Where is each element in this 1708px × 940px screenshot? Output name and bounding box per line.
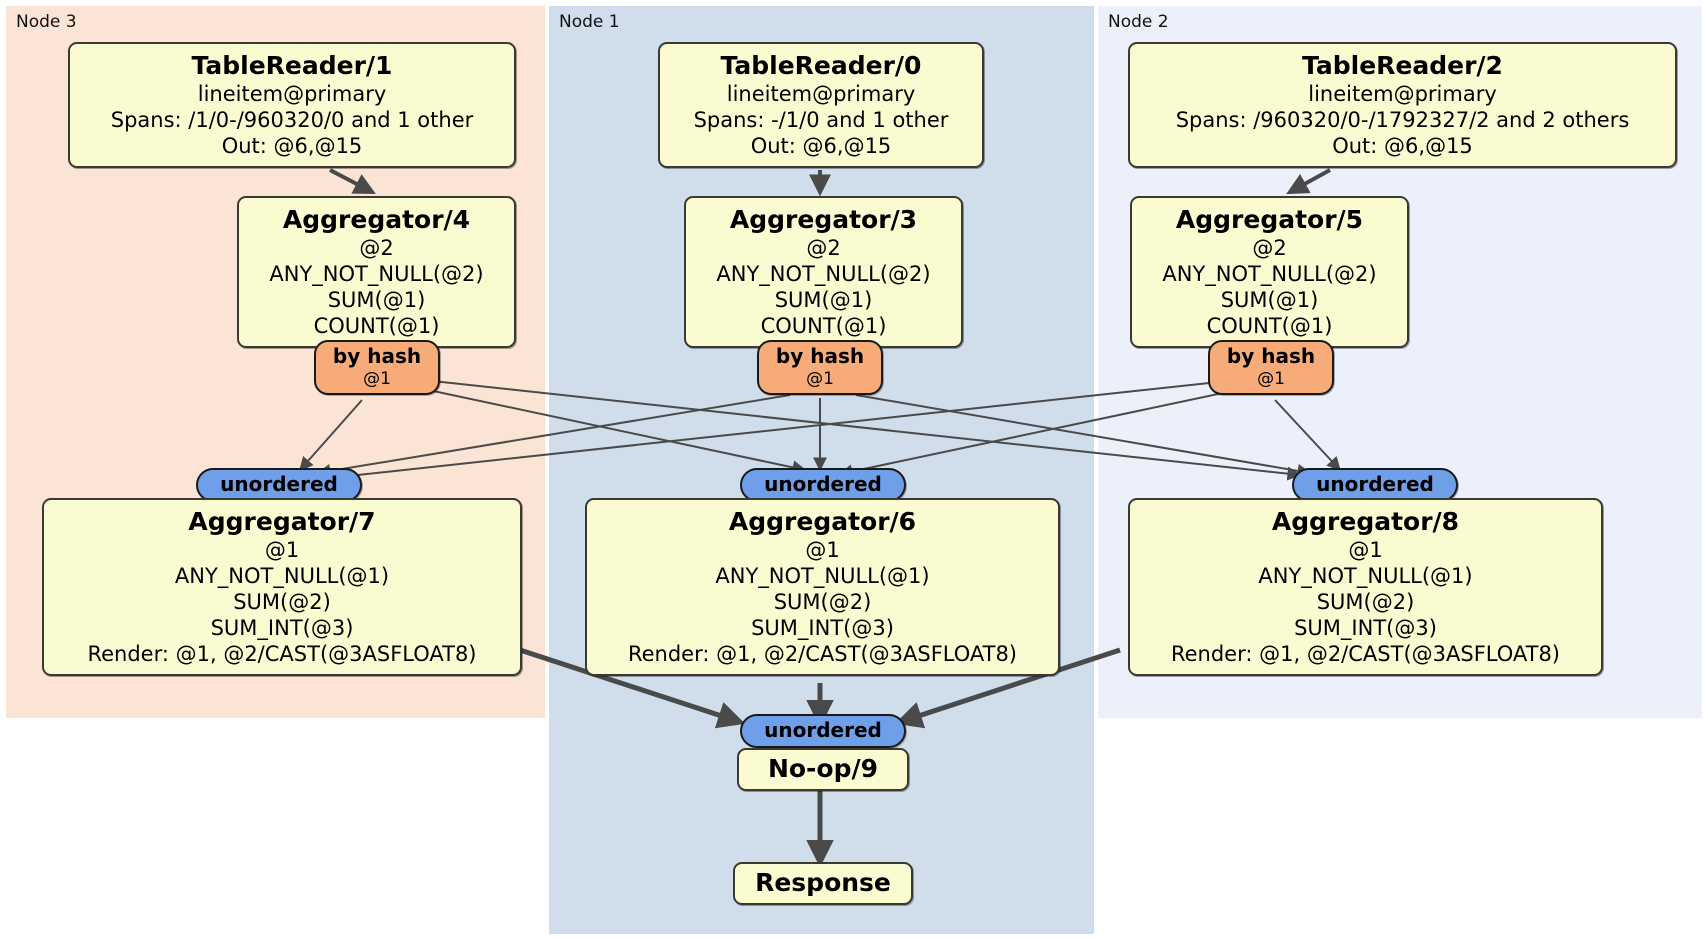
processor-aggregator-5[interactable]: Aggregator/5 @2 ANY_NOT_NULL(@2) SUM(@1)… — [1130, 196, 1409, 348]
router-label: by hash — [775, 344, 865, 368]
router-label: unordered — [1316, 472, 1434, 496]
node-region-label-node3: Node 3 — [16, 12, 77, 32]
processor-detail-agg3: COUNT(@1) — [313, 314, 440, 338]
router-label: by hash — [332, 344, 422, 368]
router-label: by hash — [1226, 344, 1316, 368]
processor-detail-groupcols: @1 — [805, 538, 840, 562]
processor-title: No-op/9 — [767, 754, 879, 783]
processor-detail-agg3: COUNT(@1) — [760, 314, 887, 338]
router-unordered-final[interactable]: unordered — [740, 714, 906, 748]
router-column: @1 — [363, 369, 391, 389]
processor-title: TableReader/2 — [1302, 51, 1503, 80]
processor-detail-groupcols: @1 — [1348, 538, 1383, 562]
processor-detail-groupcols: @2 — [359, 236, 394, 260]
processor-aggregator-4[interactable]: Aggregator/4 @2 ANY_NOT_NULL(@2) SUM(@1)… — [237, 196, 516, 348]
processor-detail-groupcols: @2 — [806, 236, 841, 260]
processor-noop-9[interactable]: No-op/9 — [737, 748, 909, 791]
processor-title: Aggregator/5 — [1175, 205, 1364, 234]
router-column: @1 — [806, 369, 834, 389]
processor-title: Aggregator/3 — [729, 205, 918, 234]
processor-aggregator-8[interactable]: Aggregator/8 @1 ANY_NOT_NULL(@1) SUM(@2)… — [1128, 498, 1603, 676]
processor-aggregator-6[interactable]: Aggregator/6 @1 ANY_NOT_NULL(@1) SUM(@2)… — [585, 498, 1060, 676]
router-unordered-mid[interactable]: unordered — [740, 468, 906, 502]
processor-detail-agg2: SUM(@2) — [773, 590, 872, 614]
processor-detail-agg2: SUM(@1) — [327, 288, 426, 312]
processor-detail-render: Render: @1, @2/CAST(@3ASFLOAT8) — [627, 642, 1018, 666]
processor-detail-spans: Spans: /960320/0-/1792327/2 and 2 others — [1175, 108, 1630, 132]
processor-title: Aggregator/8 — [1271, 507, 1460, 536]
processor-detail-out: Out: @6,@15 — [750, 134, 892, 158]
processor-detail-agg1: ANY_NOT_NULL(@2) — [716, 262, 931, 286]
processor-detail-agg1: ANY_NOT_NULL(@2) — [1162, 262, 1377, 286]
processor-detail-groupcols: @2 — [1252, 236, 1287, 260]
processor-tablereader-2[interactable]: TableReader/2 lineitem@primary Spans: /9… — [1128, 42, 1677, 168]
processor-detail-agg3: SUM_INT(@3) — [751, 616, 894, 640]
node-region-label-node2: Node 2 — [1108, 12, 1169, 32]
router-by-hash-left[interactable]: by hash @1 — [314, 340, 440, 395]
processor-detail-table: lineitem@primary — [726, 82, 916, 106]
processor-detail-agg2: SUM(@1) — [774, 288, 873, 312]
processor-detail-out: Out: @6,@15 — [221, 134, 363, 158]
processor-title: Aggregator/7 — [188, 507, 376, 536]
processor-detail-agg3: SUM_INT(@3) — [1294, 616, 1437, 640]
processor-title: TableReader/0 — [720, 51, 922, 80]
router-by-hash-right[interactable]: by hash @1 — [1208, 340, 1334, 395]
processor-title: TableReader/1 — [191, 51, 393, 80]
processor-title: Aggregator/6 — [728, 507, 917, 536]
router-label: unordered — [220, 472, 338, 496]
processor-detail-agg2: SUM(@2) — [1316, 590, 1415, 614]
processor-title: Response — [755, 868, 891, 897]
processor-detail-spans: Spans: -/1/0 and 1 other — [693, 108, 949, 132]
processor-detail-agg2: SUM(@2) — [233, 590, 331, 614]
processor-tablereader-0[interactable]: TableReader/0 lineitem@primary Spans: -/… — [658, 42, 984, 168]
processor-detail-render: Render: @1, @2/CAST(@3ASFLOAT8) — [87, 642, 477, 666]
processor-detail-table: lineitem@primary — [1308, 82, 1497, 106]
processor-tablereader-1[interactable]: TableReader/1 lineitem@primary Spans: /1… — [68, 42, 516, 168]
processor-detail-agg1: ANY_NOT_NULL(@1) — [1258, 564, 1473, 588]
processor-detail-out: Out: @6,@15 — [1332, 134, 1473, 158]
router-label: unordered — [764, 472, 882, 496]
processor-aggregator-3[interactable]: Aggregator/3 @2 ANY_NOT_NULL(@2) SUM(@1)… — [684, 196, 963, 348]
router-unordered-left[interactable]: unordered — [196, 468, 362, 502]
processor-response[interactable]: Response — [733, 862, 913, 905]
processor-aggregator-7[interactable]: Aggregator/7 @1 ANY_NOT_NULL(@1) SUM(@2)… — [42, 498, 522, 676]
processor-detail-render: Render: @1, @2/CAST(@3ASFLOAT8) — [1170, 642, 1561, 666]
processor-detail-table: lineitem@primary — [197, 82, 387, 106]
processor-detail-agg1: ANY_NOT_NULL(@1) — [715, 564, 930, 588]
router-by-hash-mid[interactable]: by hash @1 — [757, 340, 883, 395]
processor-detail-agg3: COUNT(@1) — [1206, 314, 1333, 338]
processor-detail-agg2: SUM(@1) — [1220, 288, 1319, 312]
processor-detail-agg3: SUM_INT(@3) — [210, 616, 354, 640]
router-label: unordered — [764, 718, 882, 742]
processor-title: Aggregator/4 — [282, 205, 471, 234]
processor-detail-groupcols: @1 — [264, 538, 300, 562]
node-region-label-node1: Node 1 — [559, 12, 620, 32]
processor-detail-agg1: ANY_NOT_NULL(@1) — [174, 564, 390, 588]
router-column: @1 — [1257, 369, 1285, 389]
processor-detail-agg1: ANY_NOT_NULL(@2) — [269, 262, 484, 286]
processor-detail-spans: Spans: /1/0-/960320/0 and 1 other — [110, 108, 474, 132]
router-unordered-right[interactable]: unordered — [1292, 468, 1458, 502]
